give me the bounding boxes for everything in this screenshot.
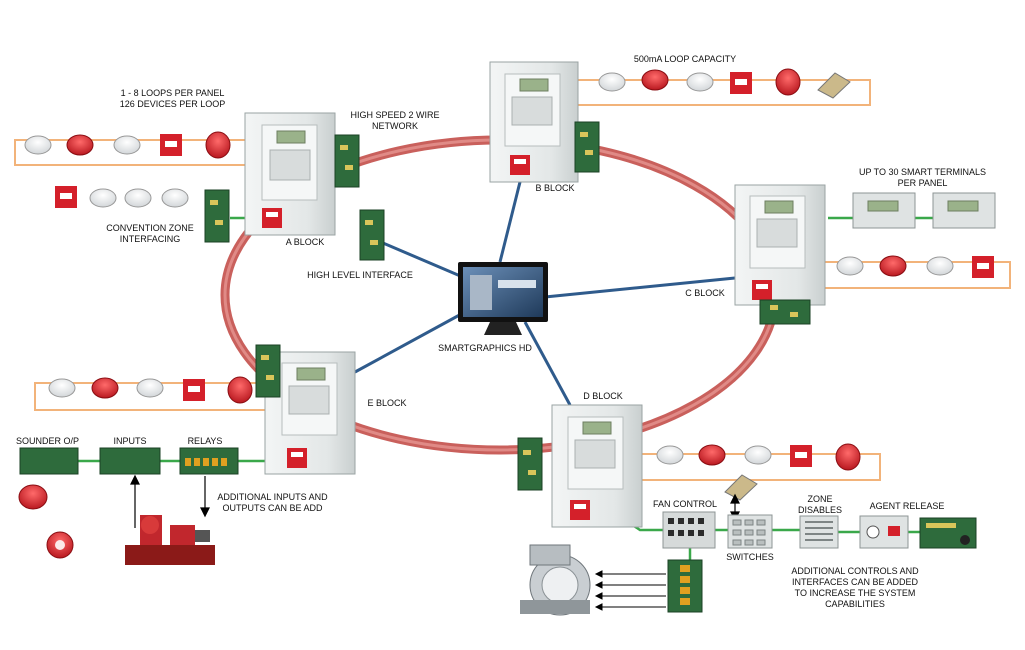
additional-io-label: ADDITIONAL INPUTS AND OUTPUTS CAN BE ADD [217, 492, 328, 513]
panel-b [489, 61, 579, 183]
convention-zone-label: CONVENTION ZONE INTERFACING [106, 223, 194, 244]
additional-controls-label: ADDITIONAL CONTROLS AND INTERFACES CAN B… [791, 566, 919, 609]
inputs-label: INPUTS [113, 436, 147, 446]
sounder-devices [18, 484, 74, 559]
loops-per-panel-label: 1 - 8 LOOPS PER PANEL 126 DEVICES PER LO… [119, 88, 226, 109]
fan-control-label: FAN CONTROL [652, 499, 717, 509]
pump-skid [125, 515, 215, 565]
agent-release-label: AGENT RELEASE [869, 501, 945, 511]
data-links [354, 181, 736, 406]
high-level-interface-label: HIGH LEVEL INTERFACE [307, 270, 413, 280]
agent-release-board [919, 517, 977, 549]
panel-c [734, 184, 826, 306]
interface-cards [204, 121, 811, 491]
d-block-label: D BLOCK [583, 391, 623, 401]
loop-devices-d [656, 443, 861, 501]
e-block-label: E BLOCK [367, 398, 407, 408]
zone-disables-panel [799, 515, 839, 549]
fan-relay-board [667, 559, 703, 613]
panel-d [551, 404, 643, 528]
sounder-label: SOUNDER O/P [15, 436, 79, 446]
switches-panel [727, 514, 773, 549]
b-block-label: B BLOCK [535, 183, 575, 193]
card-chips [210, 132, 798, 475]
relay-blocks [185, 458, 227, 466]
zone-disables-label: ZONE DISABLES [797, 494, 843, 515]
network-label: HIGH SPEED 2 WIRE NETWORK [350, 110, 440, 131]
panel-a [244, 112, 336, 236]
smartgraphics-label: SMARTGRAPHICS HD [438, 343, 532, 353]
loop-devices-c [836, 255, 994, 278]
blower-fan [520, 544, 591, 616]
loop-devices-e [48, 376, 253, 404]
relays-label: RELAYS [187, 436, 223, 446]
fan-arrows [594, 570, 666, 611]
fan-control-panel [662, 511, 716, 549]
conventional-devices [55, 186, 189, 208]
loop-devices-a [24, 131, 231, 159]
loop-capacity-label: 500mA LOOP CAPACITY [633, 54, 737, 64]
loop-devices-b [598, 68, 851, 99]
smartgraphics-monitor [458, 262, 548, 335]
a-block-label: A BLOCK [285, 237, 325, 247]
c-block-label: C BLOCK [685, 288, 725, 298]
conventional-wires [78, 216, 935, 560]
smart-terminals-label: UP TO 30 SMART TERMINALS PER PANEL [858, 167, 987, 188]
switches-label: SWITCHES [726, 552, 774, 562]
smart-terminals [852, 192, 996, 229]
agent-release-panel [859, 515, 909, 549]
